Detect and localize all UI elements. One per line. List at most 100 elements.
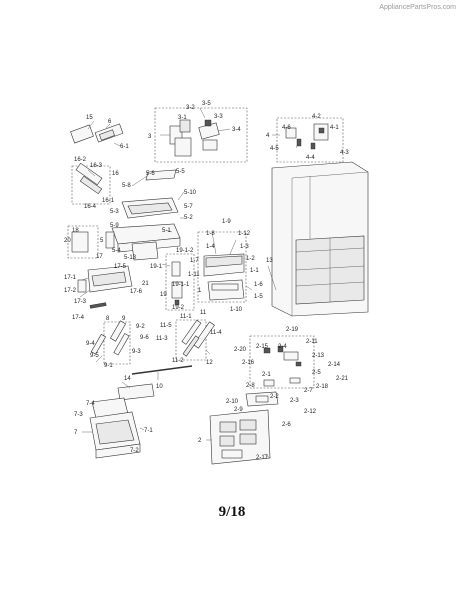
callout-2: 2 bbox=[198, 438, 202, 444]
callout-17-5: 17-5 bbox=[114, 264, 127, 270]
callout-2-1: 2-1 bbox=[262, 372, 271, 378]
callout-1-1: 1-1 bbox=[250, 268, 259, 274]
callout-9-2: 9-2 bbox=[136, 324, 145, 330]
callout-2-9: 2-9 bbox=[234, 407, 243, 413]
part-group-16 bbox=[71, 162, 111, 205]
callout-2-7: 2-7 bbox=[304, 388, 313, 394]
callout-4-4: 4-4 bbox=[306, 155, 315, 161]
callout-9: 9 bbox=[122, 316, 126, 322]
callout-4-3: 4-3 bbox=[340, 150, 349, 156]
callout-1-2: 1-2 bbox=[246, 256, 255, 262]
callout-2-21: 2-21 bbox=[336, 376, 349, 382]
part-group-17 bbox=[67, 225, 133, 309]
callout-4-1: 4-1 bbox=[330, 125, 339, 131]
callout-1-8: 1-8 bbox=[206, 231, 215, 237]
callout-2-13: 2-13 bbox=[312, 353, 325, 359]
callout-5-10: 5-10 bbox=[184, 190, 197, 196]
callout-21: 21 bbox=[142, 281, 149, 287]
callout-11: 11 bbox=[200, 310, 207, 316]
part-group-9 bbox=[90, 320, 131, 365]
callout-2-6: 2-6 bbox=[282, 422, 291, 428]
callout-3-2: 3-2 bbox=[186, 105, 195, 111]
callout-2-15: 2-15 bbox=[256, 344, 269, 350]
callout-2-4: 2-4 bbox=[278, 344, 287, 350]
callout-4-6: 4-6 bbox=[282, 125, 291, 131]
callout-20: 20 bbox=[64, 238, 71, 244]
callout-11-1: 11-1 bbox=[180, 314, 192, 320]
part-group-7 bbox=[82, 381, 155, 459]
callout-4-5: 4-5 bbox=[270, 146, 279, 152]
callout-2-19: 2-19 bbox=[286, 327, 299, 333]
callout-9-1: 9-1 bbox=[104, 363, 113, 369]
callout-4-2: 4-2 bbox=[312, 114, 321, 120]
callout-5-4: 5-4 bbox=[112, 248, 121, 254]
watermark: AppliancePartsPros.com bbox=[379, 4, 456, 11]
callout-17-4: 17-4 bbox=[72, 315, 85, 321]
callout-1-3: 1-3 bbox=[240, 244, 249, 250]
callout-19-1-2: 19-1-2 bbox=[176, 248, 194, 254]
callout-7-4: 7-4 bbox=[86, 401, 95, 407]
callout-1-4: 1-4 bbox=[206, 244, 215, 250]
callout-11-3: 11-3 bbox=[156, 336, 168, 342]
callout-6-1: 6-1 bbox=[120, 144, 129, 150]
part-group-5 bbox=[105, 169, 185, 261]
callout-1-9: 1-9 bbox=[222, 219, 231, 225]
callout-9-6: 9-6 bbox=[140, 335, 149, 341]
part-group-4 bbox=[272, 117, 344, 163]
callout-5-8: 5-8 bbox=[122, 183, 131, 189]
callout-11-2: 11-2 bbox=[172, 358, 184, 364]
callout-15: 15 bbox=[86, 115, 93, 121]
callout-9-3: 9-3 bbox=[132, 349, 141, 355]
callout-2-10: 2-10 bbox=[226, 399, 239, 405]
callout-2-14: 2-14 bbox=[328, 362, 341, 368]
callout-16-2: 16-2 bbox=[74, 157, 87, 163]
part-group-11 bbox=[175, 319, 215, 361]
callout-10: 10 bbox=[156, 384, 163, 390]
part-group-19 bbox=[161, 253, 195, 311]
callout-1-6: 1-6 bbox=[254, 282, 263, 288]
callout-5-2: 5-2 bbox=[184, 215, 193, 221]
callout-3-1: 3-1 bbox=[178, 115, 187, 121]
callout-2-12: 2-12 bbox=[304, 409, 317, 415]
callout-16: 16 bbox=[112, 171, 119, 177]
callout-17-1: 17-1 bbox=[64, 275, 77, 281]
callout-2-17: 2-17 bbox=[256, 455, 269, 461]
callout-11-5: 11-5 bbox=[160, 323, 172, 329]
part-group-6 bbox=[70, 120, 124, 147]
callout-5-9: 5-9 bbox=[110, 223, 119, 229]
callout-14: 14 bbox=[124, 376, 131, 382]
callout-19-1: 19-1 bbox=[150, 264, 163, 270]
callout-3-4: 3-4 bbox=[232, 127, 241, 133]
callout-11-4: 11-4 bbox=[210, 330, 222, 336]
callout-1: 1 bbox=[198, 288, 202, 294]
part-group-3 bbox=[154, 107, 248, 163]
part-group-1 bbox=[197, 231, 253, 303]
callout-5-13: 5-13 bbox=[124, 255, 137, 261]
callout-2-11: 2-11 bbox=[306, 339, 318, 345]
fridge-cabinet bbox=[267, 161, 369, 317]
callout-17-3: 17-3 bbox=[74, 299, 87, 305]
callout-2-20: 2-20 bbox=[234, 347, 247, 353]
callout-13: 13 bbox=[266, 258, 273, 264]
callout-1-7: 1-7 bbox=[190, 258, 199, 264]
callout-2-16: 2-16 bbox=[242, 360, 255, 366]
callout-2-2: 2-2 bbox=[270, 394, 279, 400]
callout-5-7: 5-7 bbox=[184, 204, 193, 210]
callout-5: 5 bbox=[100, 238, 104, 244]
callout-9-4: 9-4 bbox=[86, 341, 95, 347]
callout-17-2: 17-2 bbox=[64, 288, 77, 294]
callout-19-2: 19-2 bbox=[172, 305, 185, 311]
callout-16-3: 16-3 bbox=[90, 163, 103, 169]
callout-2-18: 2-18 bbox=[316, 384, 329, 390]
part-group-2 bbox=[206, 335, 315, 465]
callout-16-4: 16-4 bbox=[84, 204, 97, 210]
callout-1-10: 1-10 bbox=[230, 307, 243, 313]
callout-labels: 15 6 6-1 3-2 3-5 3-3 3-1 3 3-4 4-2 4 4-6… bbox=[64, 101, 349, 461]
callout-7-3: 7-3 bbox=[74, 412, 83, 418]
callout-7: 7 bbox=[74, 430, 78, 436]
callout-1-11: 1-11 bbox=[188, 272, 200, 278]
callout-19-1-1: 19-1-1 bbox=[172, 282, 190, 288]
callout-1-5: 1-5 bbox=[254, 294, 263, 300]
callout-5-1: 5-1 bbox=[162, 228, 171, 234]
callout-7-2: 7-2 bbox=[130, 448, 139, 454]
